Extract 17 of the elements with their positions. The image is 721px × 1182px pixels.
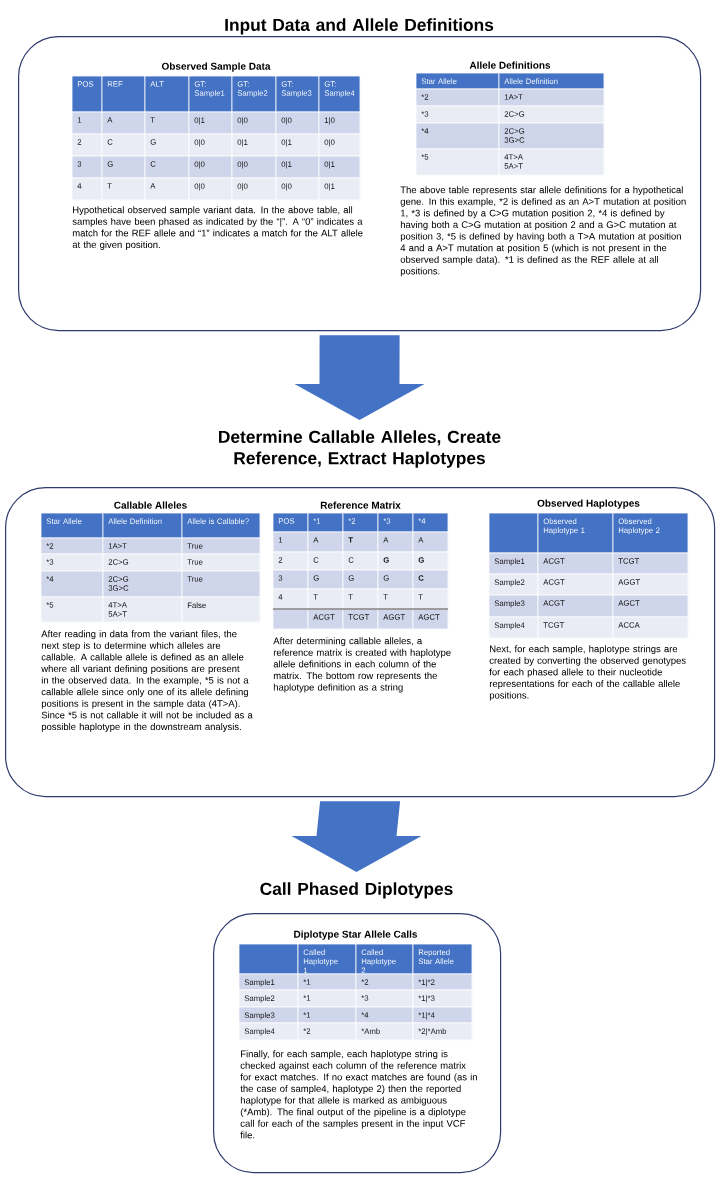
table-title: Callable Alleles: [114, 501, 187, 509]
description-text: After determining callable alleles, a reference matrix is created with haplotype allele definitions in each column of the matrix. The bottom row represents the haplotype definition as a string: [273, 637, 451, 693]
description-text: The above table represents star allele definitions for a hypothetical gene. In this example, *2 is defined as an A>T mutation at position 1, *3 is defined by a C>G mutation position 2, *4 is defined by having both a C>G mutation at position 2 and a G>C mutation at position 3, *5 is defined by having both a T>A mutation at position 4 and a A>T mutation at position 5 (which is not present in the observed sample data). *1 is defined as the REF allele at all positions.: [400, 186, 686, 277]
description-text: Finally, for each sample, each haplotype string is checked against each column of the reference matrix for exact matches. If no exact matches are found (as in the case of sample4, haplotype 2) then the reported haplotype for that allele is marked as ambiguous (*Amb). The final output of the pipeline is a diplotype call for each of the samples present in the input VCF file.: [240, 1050, 477, 1139]
table-title: Reference Matrix: [320, 501, 401, 509]
block-arrow: [291, 801, 422, 872]
section-title: Determine Callable Alleles, Create Reference, Extract Haplotypes: [219, 430, 501, 468]
table-title: Observed Haplotypes: [537, 499, 640, 509]
description-text: Hypothetical observed sample variant data. In the above table, all samples have been phased as indicated by the “|”. A “0” indicates a match for the REF allele and “1” indicates a match for the ALT allele at the given position.: [72, 206, 363, 250]
table-title: Observed Sample Data: [161, 62, 271, 72]
table-title: Allele Definitions: [469, 61, 551, 69]
table-title: Diplotype Star Allele Calls: [294, 930, 418, 940]
section-title: Input Data and Allele Definitions: [225, 18, 494, 35]
block-arrow: [294, 335, 425, 420]
description-text: Next, for each sample, haplotype strings are created by converting the observed genotypes for each phased allele to their nucleotide representations for each of the callable allele positions.: [489, 645, 686, 701]
description-text: After reading in data from the variant files, the next step is to determine which alleles are callable. A callable allele is defined as an allele where all variant defining positions are present in the observed data. In the example, *5 is not a callable allele since only one of its allele defining positions is present in the sample data (4T>A). Since *5 is not callable it will not be included as a possible haplotype in the downstream analysis.: [41, 630, 253, 732]
section-title: Call Phased Diplotypes: [260, 882, 453, 899]
